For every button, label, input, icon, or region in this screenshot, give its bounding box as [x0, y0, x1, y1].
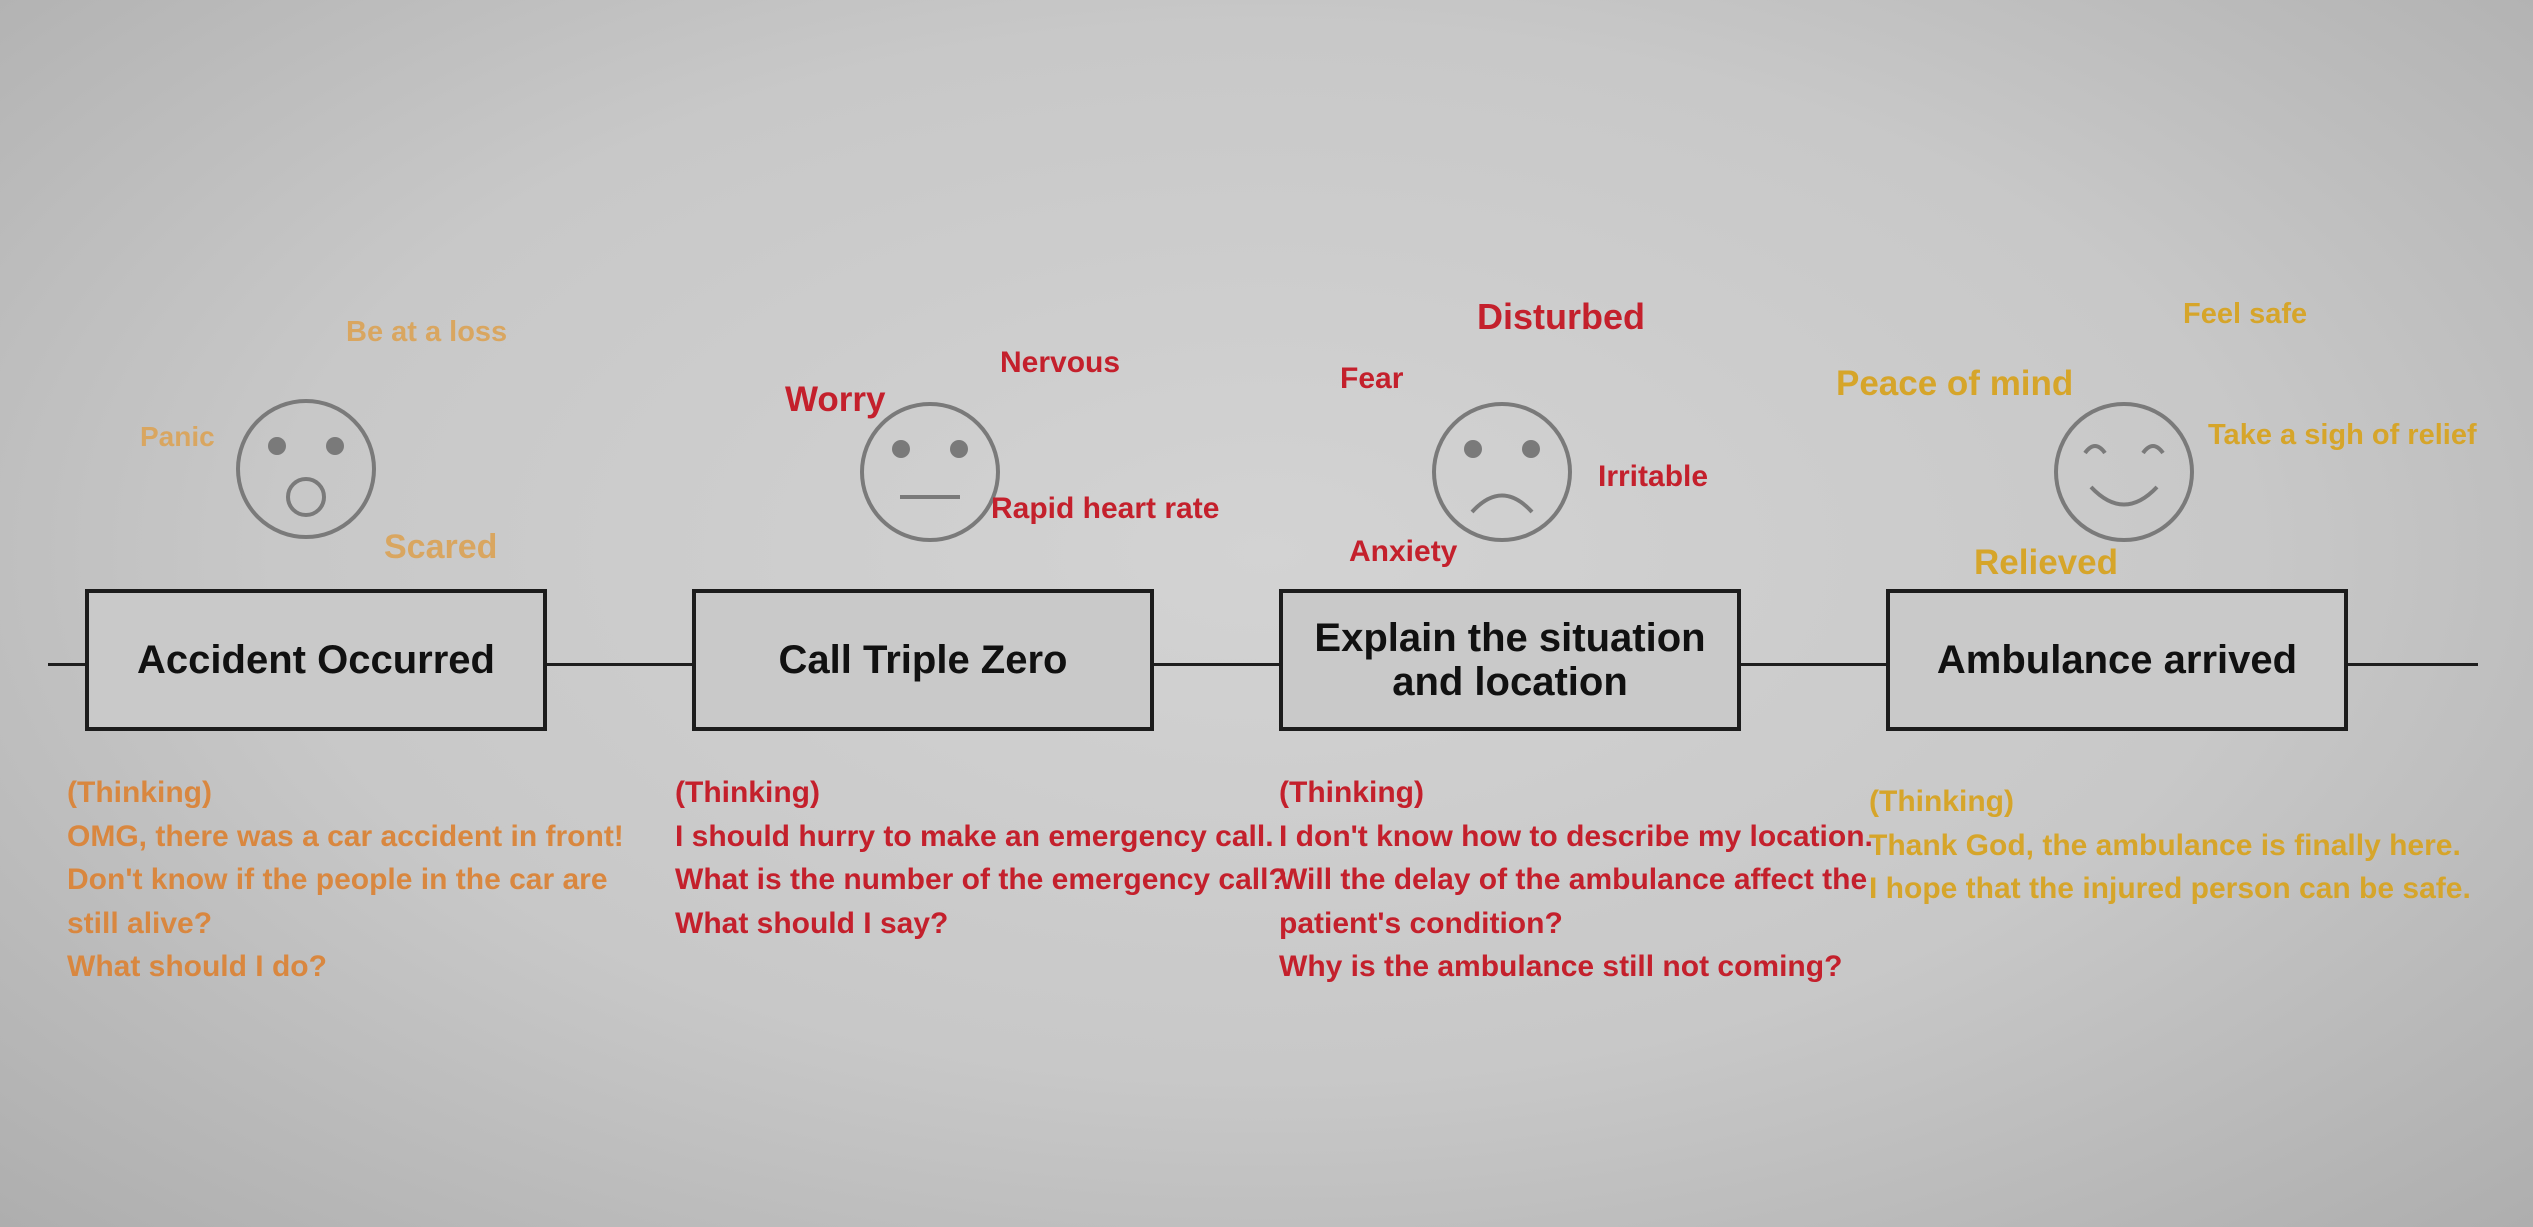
thinking-line: I should hurry to make an emergency call…: [675, 819, 1274, 853]
thinking-line: What should I do?: [67, 950, 327, 983]
thinking-line: still alive?: [67, 906, 213, 940]
stage-box-ambulance-arrived: Ambulance arrived: [1886, 589, 2348, 731]
thinking-line: Thank God, the ambulance is finally here…: [1869, 828, 2461, 862]
emotion-label: Anxiety: [1349, 535, 1458, 568]
thinking-line: patient's condition?: [1279, 906, 1563, 940]
emotion-label: Fear: [1340, 362, 1404, 395]
neutral-face-icon: [860, 402, 1000, 542]
thinking-notes: (Thinking) I don't know how to describe …: [1279, 771, 1873, 989]
thinking-line: (Thinking): [1869, 785, 2014, 818]
thinking-line: (Thinking): [1279, 776, 1424, 809]
timeline-line: [48, 663, 2478, 666]
emotion-label: Feel safe: [2183, 298, 2308, 330]
thinking-line: (Thinking): [67, 776, 212, 809]
thinking-line: I hope that the injured person can be sa…: [1869, 872, 2471, 905]
stage-title-line: Explain the situation: [1314, 616, 1706, 660]
thinking-line: Why is the ambulance still not coming?: [1279, 950, 1843, 983]
thinking-line: I don't know how to describe my location…: [1279, 819, 1873, 853]
emotion-label: Worry: [785, 380, 886, 419]
stage-title: Ambulance arrived: [1936, 638, 2298, 682]
thinking-notes: (Thinking) Thank God, the ambulance is f…: [1869, 780, 2471, 911]
thinking-notes: (Thinking) I should hurry to make an eme…: [675, 771, 1287, 945]
thinking-line: What should I say?: [675, 906, 949, 940]
stage-box-call-triple-zero: Call Triple Zero: [692, 589, 1154, 731]
stage-title: Explain the situation and location: [1314, 616, 1705, 704]
emotion-label: Relieved: [1974, 543, 2118, 582]
thinking-line: Don't know if the people in the car are: [67, 863, 608, 896]
emotion-label: Be at a loss: [346, 316, 508, 348]
emotion-label: Nervous: [1000, 346, 1121, 379]
emotion-label: Panic: [140, 421, 215, 452]
thinking-line: OMG, there was a car accident in front!: [67, 819, 624, 853]
stage-title: Call Triple Zero: [778, 638, 1068, 682]
thinking-line: Will the delay of the ambulance affect t…: [1279, 863, 1868, 896]
thinking-line: What is the number of the emergency call…: [675, 863, 1287, 896]
emotion-label: Peace of mind: [1836, 364, 2074, 403]
stage-box-accident-occurred: Accident Occurred: [85, 589, 547, 731]
emotion-label: Take a sigh of relief: [2208, 419, 2477, 451]
emotion-label: Rapid heart rate: [991, 492, 1220, 525]
emotion-label: Scared: [384, 528, 498, 566]
sad-face-icon: [1432, 402, 1572, 542]
stage-title: Accident Occurred: [137, 638, 495, 682]
stage-title-line: and location: [1392, 660, 1628, 704]
thinking-line: (Thinking): [675, 776, 820, 809]
emotion-label: Disturbed: [1477, 296, 1646, 337]
stage-box-explain-situation: Explain the situation and location: [1279, 589, 1741, 731]
surprised-face-icon: [236, 399, 376, 539]
happy-face-icon: [2054, 402, 2194, 542]
emotion-label: Irritable: [1598, 460, 1709, 493]
thinking-notes: (Thinking) OMG, there was a car accident…: [67, 771, 624, 989]
